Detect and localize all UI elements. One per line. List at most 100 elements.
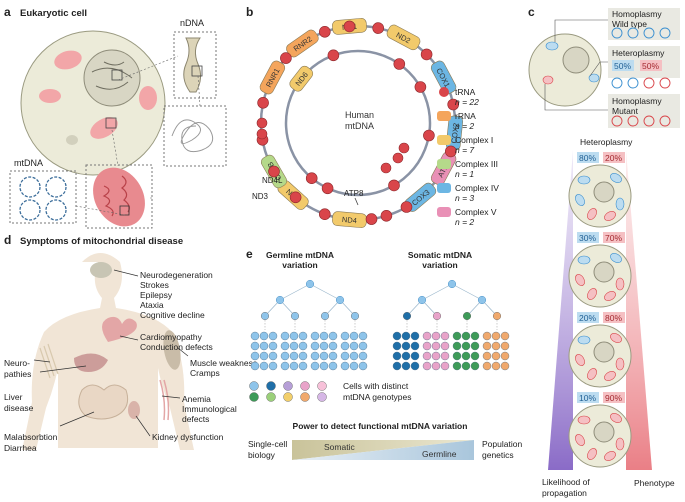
- gene-nd2-segment: [386, 24, 421, 51]
- ladder-wt-chip: [577, 312, 599, 323]
- ndna-box: [173, 31, 217, 99]
- cell-grid-dot: [349, 331, 359, 341]
- gene-nd4: ND4: [332, 211, 367, 228]
- mutant-mitochondrion: [587, 208, 597, 220]
- gene-nd6-segment: [289, 65, 314, 92]
- ladder-wt-pct: 10%: [579, 393, 596, 403]
- trna-dot: [327, 49, 340, 62]
- cell-grid-dot: [431, 361, 441, 371]
- mutant-mitochondrion: [575, 354, 585, 366]
- cell-grid-dot: [491, 341, 501, 351]
- propagation-label-2: propagation: [542, 488, 587, 498]
- mutant-mitochondrion: [615, 277, 625, 291]
- symptom-brain: Cognitive decline: [140, 310, 205, 320]
- cell-grid-dot: [340, 361, 350, 371]
- lineage-cell: [493, 312, 502, 321]
- cell-grid-dot: [500, 331, 510, 341]
- cells-legend-label-1: Cells with distinct: [343, 381, 409, 391]
- cell-grid-dot: [358, 361, 368, 371]
- cell-grid-dot: [410, 351, 420, 361]
- panel-d-letter: d: [4, 233, 11, 247]
- cell-grid-dot: [349, 341, 359, 351]
- cell-grid-dot: [410, 331, 420, 341]
- cell-grid-dot: [422, 351, 432, 361]
- germline-title-2: variation: [282, 260, 317, 270]
- homoplasmy-mut-label-1: Homoplasmy: [612, 96, 662, 106]
- ladder-mut-pct: 70%: [605, 233, 622, 243]
- power-title: Power to detect functional mtDNA variati…: [293, 421, 468, 431]
- genotype-legend-dot: [317, 392, 327, 402]
- wt-mitochondrion: [575, 194, 585, 206]
- symptom-nerves: pathies: [4, 369, 31, 379]
- lineage-cell: [403, 312, 412, 321]
- symptom-blood: defects: [182, 414, 209, 424]
- cell-grid-dot: [298, 361, 308, 371]
- cell-grid-dot: [482, 351, 492, 361]
- cell-grid-dot: [289, 361, 299, 371]
- symptom-blood: Immunological: [182, 404, 237, 414]
- homoplasmy-mut-label-2: Mutant: [612, 106, 639, 116]
- cell-grid-dot: [461, 351, 471, 361]
- wt-mtdna-circle: [659, 27, 671, 39]
- eukaryotic-cell-illustration: [20, 30, 166, 176]
- ladder-mut-pct: 20%: [605, 153, 622, 163]
- cell-grid-dot: [349, 361, 359, 371]
- kidney-icon: [128, 401, 140, 419]
- wt-mtdna-circle: [611, 27, 623, 39]
- gene-rnr1-segment: [259, 60, 286, 95]
- cell-grid-dot: [328, 341, 338, 351]
- mtdna-center-label-1: Human: [345, 110, 374, 120]
- somatic-bar-label: Somatic: [324, 442, 355, 452]
- genotype-legend-dot: [266, 381, 276, 391]
- cell-grid-dot: [328, 331, 338, 341]
- propagation-label-1: Likelihood of: [542, 477, 590, 487]
- legend-swatch-4: [437, 183, 451, 193]
- germline-title-1: Germline mtDNA: [266, 250, 334, 260]
- mutant-mitochondrion: [604, 451, 616, 461]
- panel-c-letter: c: [528, 5, 535, 19]
- trna-dot: [392, 152, 404, 164]
- mutant-mitochondrion: [604, 371, 616, 381]
- cell-grid-dot: [268, 361, 278, 371]
- ladder-wt-chip: [577, 232, 599, 243]
- symptom-nerves: Neuro-: [4, 358, 30, 368]
- ladder-mut-chip: [603, 152, 625, 163]
- mtdna-circles-icon: [19, 176, 67, 221]
- cell-grid-dot: [470, 351, 480, 361]
- ladder-wt-chip: [577, 152, 599, 163]
- lineage-cell: [351, 312, 360, 321]
- trna-dot: [257, 97, 269, 109]
- mutant-mitochondrion: [615, 437, 625, 451]
- mutant-mtdna-circle: [627, 115, 639, 127]
- ladder-mut-chip: [603, 312, 625, 323]
- legend-count: n = 3: [455, 193, 474, 203]
- hetero-wt-pct: 50%: [614, 61, 631, 71]
- germline-power-bar: [292, 440, 474, 460]
- cell-grid-dot: [422, 331, 432, 341]
- mutant-mitochondrion: [604, 211, 616, 221]
- cell-grid-dot: [259, 341, 269, 351]
- trna-dot: [380, 210, 393, 222]
- lineage-cell: [477, 295, 487, 305]
- legend-label: Complex III: [455, 159, 498, 169]
- trna-dot: [268, 165, 280, 178]
- genotype-legend-dot: [249, 381, 259, 391]
- hetero-mtdna-circle: [627, 77, 639, 89]
- trna-dot: [256, 128, 268, 140]
- gene-atp8-label: ATP8: [344, 189, 364, 198]
- symptom-muscle: Cramps: [190, 368, 220, 378]
- cell-grid-dot: [470, 331, 480, 341]
- cells-legend-label-2: mtDNA genotypes: [343, 392, 412, 402]
- mitochondrion-box: [85, 164, 153, 229]
- gene-cox2-label: COX2: [449, 123, 460, 144]
- ladder-wt-pct: 20%: [579, 313, 596, 323]
- nerve-icon: [39, 343, 59, 379]
- brain-icon: [90, 262, 112, 278]
- mutant-mitochondrion: [610, 413, 622, 423]
- cell-grid-dot: [268, 351, 278, 361]
- cell-grid-dot: [250, 331, 260, 341]
- cell-grid-dot: [440, 361, 450, 371]
- lineage-cell: [447, 279, 457, 289]
- wt-mitochondrion: [610, 253, 622, 263]
